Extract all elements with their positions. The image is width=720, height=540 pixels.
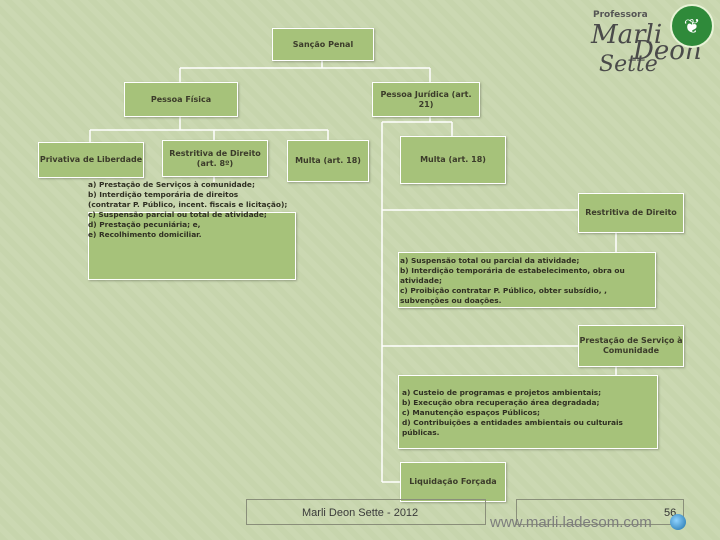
node-liquidacao-forcada: Liquidação Forçada — [400, 462, 506, 502]
list-item: d) Contribuições a entidades ambientais … — [402, 417, 623, 437]
list-box-restritiva-pj — [398, 252, 656, 308]
list-prestacao: a) Custeio de programas e projetos ambie… — [402, 388, 650, 438]
list-item: a) Custeio de programas e projetos ambie… — [402, 388, 602, 397]
node-restritiva-direito-pf: Restritiva de Direito (art. 8º) — [162, 140, 268, 177]
footer-url[interactable]: www.marli.ladesom.com — [490, 514, 652, 531]
node-pessoa-fisica: Pessoa Física — [124, 82, 238, 117]
list-item: b) Interdição temporária de estabelecime… — [400, 265, 625, 285]
node-restritiva-direito-pj: Restritiva de Direito — [578, 193, 684, 233]
footer-author: Marli Deon Sette - 2012 — [302, 507, 419, 519]
brand-logo: Professora Marli Deon Sette ❦ — [585, 0, 720, 85]
list-item: b) Interdição temporária de direitos — [88, 189, 239, 199]
list-item: e) Recolhimento domiciliar. — [88, 229, 202, 239]
list-box-restritiva-pf — [88, 212, 296, 280]
list-item: d) Prestação pecuniária; e, — [88, 219, 201, 229]
list-item: c) Manutenção espaços Públicos; — [402, 407, 540, 417]
node-prestacao-servico: Prestação de Serviço à Comunidade — [578, 325, 684, 367]
list-restritiva-pj: a) Suspensão total ou parcial da ativida… — [400, 256, 652, 306]
globe-icon — [670, 514, 686, 530]
list-item: c) Suspensão parcial ou total de ativida… — [88, 209, 267, 219]
leaf-icon: ❦ — [670, 4, 714, 48]
brand-title: Professora — [593, 10, 648, 20]
brand-name-line3: Sette — [599, 52, 658, 77]
node-pessoa-juridica: Pessoa Jurídica (art. 21) — [372, 82, 480, 117]
list-restritiva-pf: a) Prestação de Serviços à comunidade; b… — [88, 180, 287, 240]
node-multa-pf: Multa (art. 18) — [287, 140, 369, 182]
node-sancao-penal: Sanção Penal — [272, 28, 374, 61]
node-multa-pj: Multa (art. 18) — [400, 136, 506, 184]
list-item: (contratar P. Público, incent. fiscais e… — [88, 199, 288, 209]
footer-page-box — [516, 499, 684, 525]
list-item: c) Proibição contratar P. Público, obter… — [400, 285, 607, 305]
footer-author-box — [246, 499, 486, 525]
list-box-prestacao — [398, 375, 658, 449]
list-item: a) Prestação de Serviços à comunidade; — [88, 180, 255, 189]
brand-name-line1: Marli — [591, 20, 663, 50]
list-item: a) Suspensão total ou parcial da ativida… — [400, 256, 580, 265]
list-item: b) Execução obra recuperação área degrad… — [402, 397, 600, 407]
node-privativa-liberdade: Privativa de Liberdade — [38, 142, 144, 178]
